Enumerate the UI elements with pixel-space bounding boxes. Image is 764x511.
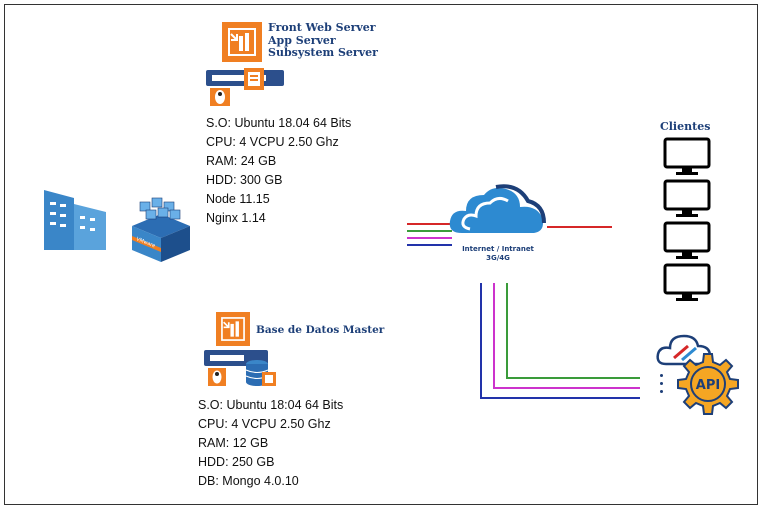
spec-os: S.O: Ubuntu 18.04 64 Bits xyxy=(206,116,352,130)
spec-nginx: Nginx 1.14 xyxy=(206,211,266,225)
db-spec-db: DB: Mongo 4.0.10 xyxy=(198,474,299,488)
monitor-icon xyxy=(663,263,711,301)
line-blue-down xyxy=(480,283,640,399)
monitor-icon xyxy=(663,221,711,259)
monitor-icon xyxy=(663,137,711,175)
db-server-specs: S.O: Ubuntu 18:04 64 Bits CPU: 4 VCPU 2.… xyxy=(198,396,343,491)
app-server-icon xyxy=(222,22,262,62)
clients-title: Clientes xyxy=(660,120,711,133)
api-gear-icon: API xyxy=(677,353,739,415)
role-app-server: App Server xyxy=(268,33,336,47)
role-front-web-server: Front Web Server xyxy=(268,21,376,34)
building-icon xyxy=(44,190,106,250)
network-label: Internet / Intranet 3G/4G xyxy=(448,245,548,263)
spec-node: Node 11.15 xyxy=(206,192,270,206)
web-server-specs: S.O: Ubuntu 18.04 64 Bits CPU: 4 VCPU 2.… xyxy=(206,114,351,228)
vmware-server-icon: VMware xyxy=(132,197,190,262)
db-app-icon xyxy=(216,312,250,346)
db-spec-ram: RAM: 12 GB xyxy=(198,436,269,450)
monitor-icon xyxy=(663,179,711,217)
database-server-icon xyxy=(204,350,276,386)
spec-hdd: HDD: 300 GB xyxy=(206,173,283,187)
db-spec-os: S.O: Ubuntu 18:04 64 Bits xyxy=(198,398,344,412)
db-server-title: Base de Datos Master xyxy=(256,324,385,336)
network-line2: 3G/4G xyxy=(486,254,510,262)
spec-cpu: CPU: 4 VCPU 2.50 Ghz xyxy=(206,135,339,149)
db-spec-cpu: CPU: 4 VCPU 2.50 Ghz xyxy=(198,417,331,431)
linux-server-icon xyxy=(206,68,284,106)
line-green-down xyxy=(506,283,640,379)
role-subsystem-server: Subsystem Server xyxy=(268,46,378,59)
db-spec-hdd: HDD: 250 GB xyxy=(198,455,275,469)
web-server-roles: Front Web Server App Server Subsystem Se… xyxy=(268,21,378,60)
api-label: API xyxy=(696,378,720,393)
line-magenta-down xyxy=(493,283,640,389)
network-line1: Internet / Intranet xyxy=(462,245,534,253)
diagram-frame xyxy=(4,4,758,505)
api-ellipsis xyxy=(660,374,664,393)
cloud-icon xyxy=(449,184,546,233)
spec-ram: RAM: 24 GB xyxy=(206,154,277,168)
